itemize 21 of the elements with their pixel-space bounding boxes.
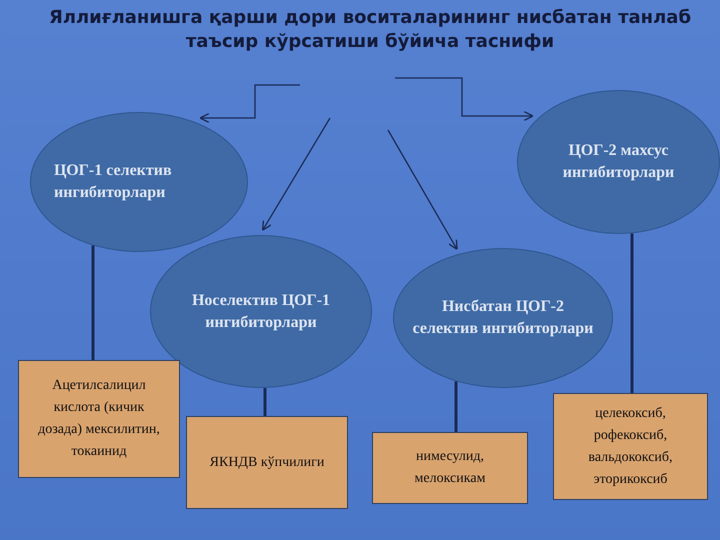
connector-line — [454, 381, 458, 432]
arrow — [395, 77, 534, 122]
node-label: ЯКНДВ кўпчилиги — [208, 454, 326, 472]
arrow — [387, 130, 458, 250]
node-label: Нисбатан ЦОГ-2 селектив ингибиторлари — [412, 297, 594, 339]
node-label: ЦОГ-1 селектив ингибиторлари — [54, 161, 173, 203]
arrow — [262, 118, 331, 231]
connector-line — [630, 233, 634, 393]
text-box — [186, 416, 348, 509]
connector-line — [92, 245, 94, 360]
text-box — [18, 360, 180, 478]
node-label: нимесулид, мелоксикам — [414, 448, 486, 488]
text-box — [553, 393, 708, 500]
text-box — [372, 432, 528, 504]
arrow — [199, 84, 300, 124]
connector-line — [264, 388, 266, 416]
diagram-title: Яллиғланишга қарши дори воситаларининг нисбатан танлаб таъсир кўрсатиши бўйича таснифи — [48, 6, 692, 54]
node-label: ЦОГ-2 махсус ингибиторлари — [562, 141, 676, 183]
node-label: целекоксиб, рофекоксиб, вальдококсиб, эторикоксиб — [587, 404, 674, 488]
node-label: Ацетилсалицил кислота (кичик дозада) мексилитин, токаинид — [37, 377, 161, 461]
node-label: Носелектив ЦОГ-1 ингибиторлари — [190, 290, 332, 332]
